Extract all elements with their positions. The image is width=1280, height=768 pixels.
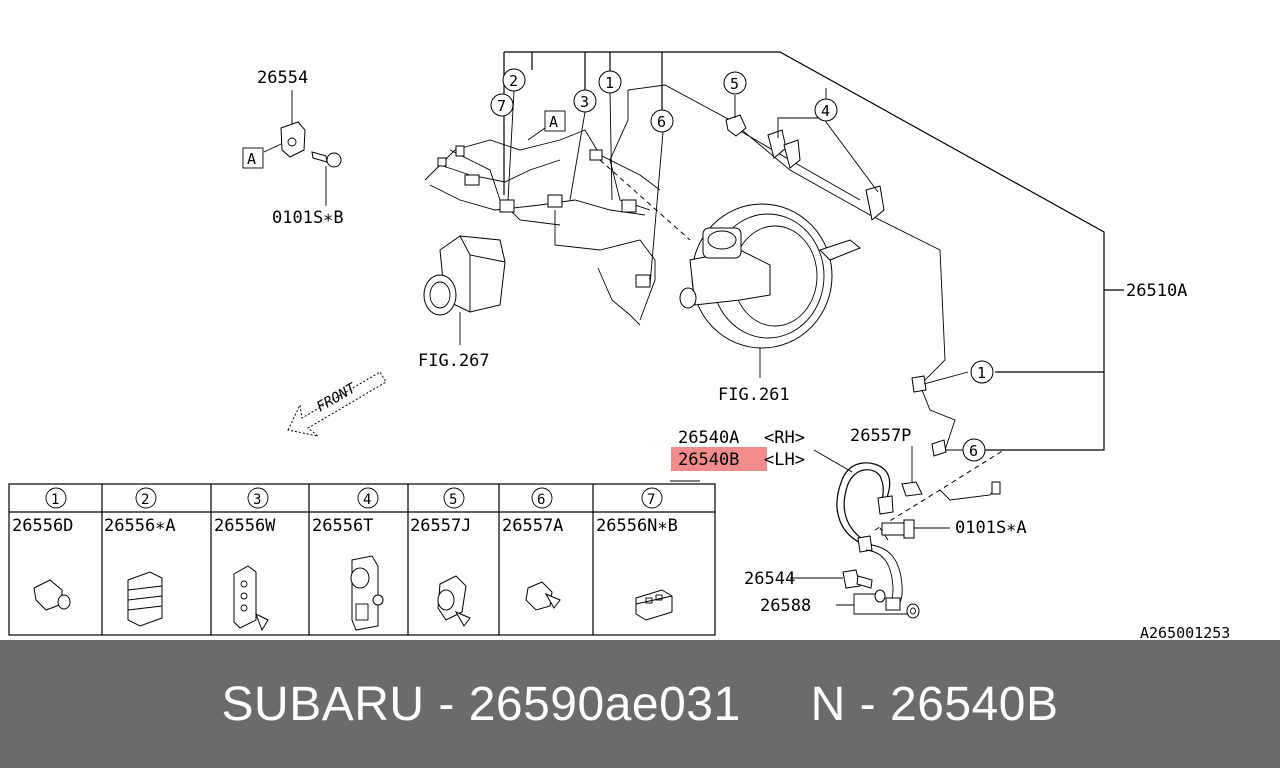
- legend-number-2: 2: [141, 492, 149, 508]
- label-26554: 26554: [257, 68, 308, 88]
- svg-text:6: 6: [969, 442, 978, 460]
- parts-legend-table: 1 2 3 4 5 6 7 26556D 26556∗A 26556W 2655…: [8, 480, 716, 636]
- label-26540b: 26540B: [678, 450, 739, 470]
- ref-box-a-center: [544, 110, 566, 132]
- svg-text:1: 1: [977, 364, 986, 382]
- label-fig-261: FIG.261: [718, 385, 790, 405]
- ref-box-a-left: [242, 147, 264, 169]
- label-26588: 26588: [760, 596, 811, 616]
- svg-text:2: 2: [509, 72, 518, 90]
- callout-1-right: 1: [970, 360, 994, 384]
- label-lh: <LH>: [764, 450, 805, 470]
- front-arrow: FRONT: [287, 371, 387, 437]
- svg-text:1: 1: [605, 74, 614, 92]
- callout-6-top: 6: [650, 109, 674, 133]
- label-26557p: 26557P: [850, 426, 911, 446]
- legend-part-26556a: 26556∗A: [104, 516, 176, 536]
- svg-text:6: 6: [657, 113, 666, 131]
- svg-text:7: 7: [497, 97, 506, 115]
- callout-3: 3: [573, 89, 597, 113]
- footer-banner: SUBARU - 26590ae031 N - 26540B: [0, 640, 1280, 768]
- label-26544: 26544: [744, 569, 795, 589]
- bolt-0101sb: [311, 151, 328, 163]
- highlight-26540b: [671, 447, 767, 471]
- legend-number-6: 6: [537, 492, 545, 508]
- label-26540a: 26540A: [678, 428, 739, 448]
- svg-text:FRONT: FRONT: [314, 380, 360, 416]
- label-0101s-a: 0101S∗A: [955, 518, 1027, 538]
- drawing-number: A265001253: [1140, 624, 1230, 640]
- legend-part-26557j: 26557J: [410, 516, 471, 536]
- callout-1-top: 1: [598, 70, 622, 94]
- legend-part-26556nb: 26556N∗B: [596, 516, 678, 536]
- brand-part-number: SUBARU - 26590ae031: [221, 677, 741, 731]
- svg-text:3: 3: [580, 93, 589, 111]
- legend-number-7: 7: [647, 492, 655, 508]
- n-part-number: N - 26540B: [810, 677, 1059, 731]
- legend-part-26557a: 26557A: [502, 516, 563, 536]
- label-fig-267: FIG.267: [418, 351, 490, 371]
- callout-7: 7: [490, 93, 514, 117]
- svg-text:5: 5: [730, 75, 739, 93]
- legend-number-3: 3: [253, 492, 261, 508]
- callout-4: 4: [814, 98, 838, 122]
- brake-hose-26540b: [836, 462, 891, 546]
- label-0101s-b: 0101S∗B: [272, 208, 344, 228]
- legend-number-4: 4: [363, 492, 371, 508]
- ref-a-center: A: [549, 113, 558, 131]
- legend-number-5: 5: [449, 492, 457, 508]
- legend-part-26556t: 26556T: [312, 516, 373, 536]
- legend-number-1: 1: [51, 492, 59, 508]
- legend-part-26556w: 26556W: [214, 516, 276, 536]
- legend-part-26556d: 26556D: [12, 516, 73, 536]
- ref-a-left: A: [247, 150, 256, 168]
- label-26510a: 26510A: [1126, 281, 1187, 301]
- callout-6-right: 6: [962, 438, 986, 462]
- bracket-26554: [280, 121, 306, 158]
- label-rh: <RH>: [764, 428, 805, 448]
- callout-2: 2: [502, 68, 526, 92]
- callout-5: 5: [723, 71, 747, 95]
- svg-text:4: 4: [821, 102, 830, 120]
- parts-diagram: 26554 A 0101S∗B 26510A A FIG.267: [8, 51, 1230, 640]
